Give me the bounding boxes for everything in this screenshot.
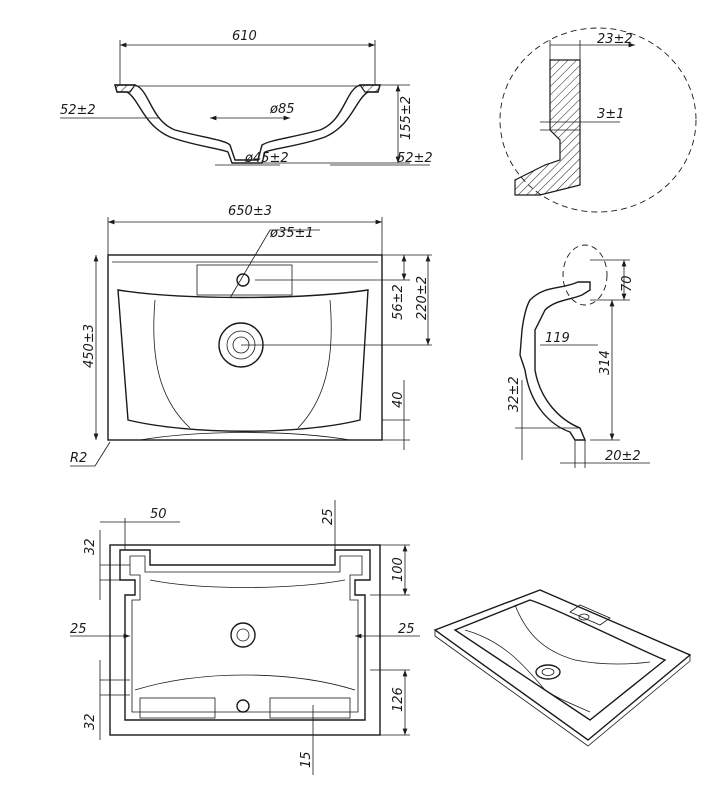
- dim-drain-offset: 220±2: [415, 276, 430, 320]
- dim-drain-depth: 119: [545, 331, 570, 346]
- dim-bottom-offset: 15: [299, 751, 314, 768]
- bottom-view: 50 25 32 100 25 25 126 32 15: [70, 500, 420, 775]
- dim-right-side: 25: [398, 622, 415, 637]
- dim-front-drop: 32±2: [507, 376, 522, 412]
- side-view: 119 70 314 32±2 20±2: [507, 244, 650, 468]
- dim-drain-diameter: ø45±2: [244, 151, 289, 166]
- isometric-view: [433, 589, 692, 747]
- dim-front-edge: 40: [391, 391, 406, 408]
- dim-plan-width: 650±3: [228, 204, 272, 219]
- dim-left-side: 25: [70, 622, 87, 637]
- dim-left-top-margin: 32: [83, 538, 98, 555]
- dim-faucet-offset: 56±2: [391, 284, 406, 320]
- dim-overhang-left: 52±2: [60, 103, 96, 118]
- dim-rim-thickness: 20±2: [605, 449, 641, 464]
- dim-corner-radius: R2: [70, 451, 87, 466]
- dim-left-offset: 50: [150, 507, 167, 522]
- dim-overhang-right: 52±2: [397, 151, 433, 166]
- dim-bowl-diameter: ø85: [269, 102, 295, 117]
- dim-left-bottom-margin: 32: [83, 713, 98, 730]
- dim-plan-depth: 450±3: [82, 324, 97, 368]
- detail-view: 23±2 3±1: [499, 27, 697, 213]
- dim-top-offset: 25: [321, 508, 336, 525]
- dim-rim-height: 70: [620, 275, 635, 292]
- dim-gap: 3±1: [597, 107, 624, 122]
- dim-height: 155±2: [399, 96, 414, 140]
- plan-view: 650±3 ø35±1 56±2 220±2 40 450±3 R2: [70, 204, 432, 467]
- dim-right-bottom: 126: [391, 687, 406, 712]
- dim-faucet-hole: ø35±1: [269, 226, 314, 241]
- dim-wall-width: 23±2: [597, 32, 633, 47]
- section-view: 610 52±2 ø85 155±2 ø45±2 52±2: [60, 29, 433, 166]
- dim-width: 610: [232, 29, 257, 44]
- dim-bowl-length: 314: [598, 350, 613, 375]
- dim-right-top: 100: [391, 557, 406, 582]
